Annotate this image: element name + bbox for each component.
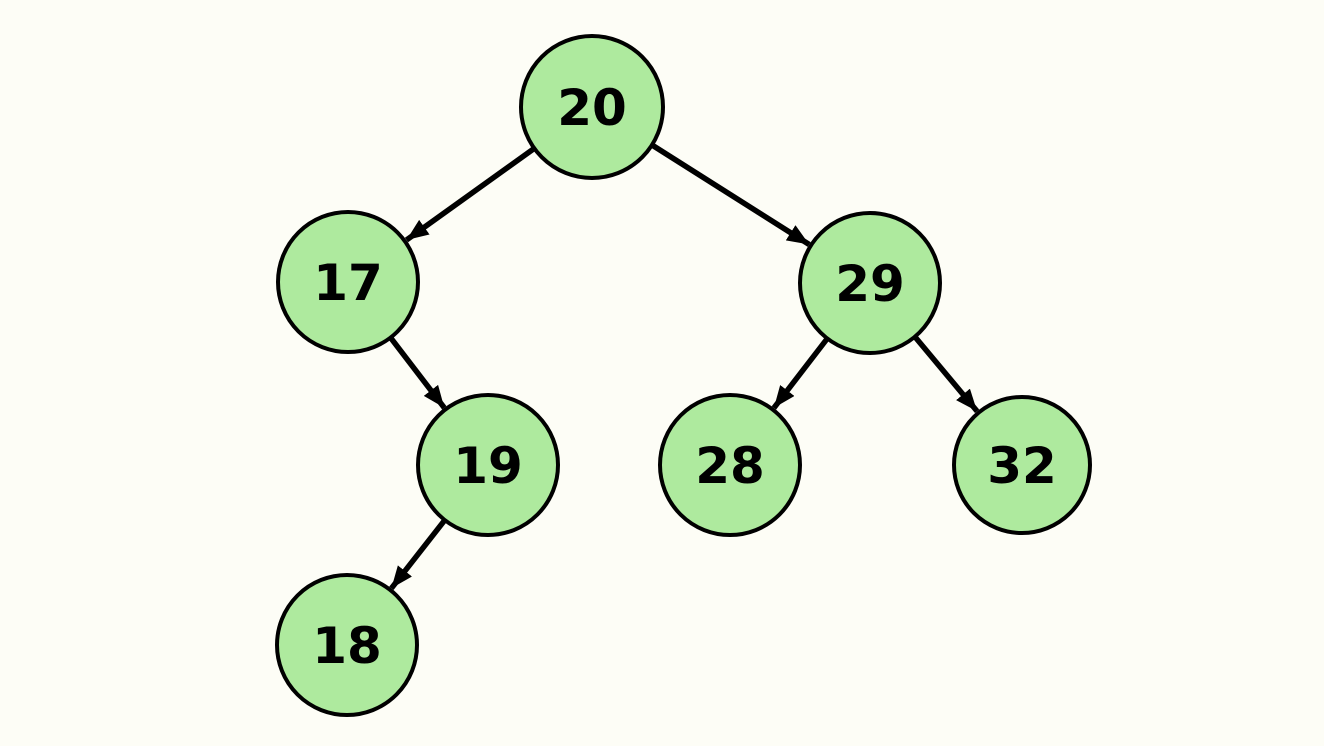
tree-node-label: 32 (987, 437, 1057, 495)
tree-node-18: 18 (275, 573, 419, 717)
tree-node-17: 17 (276, 210, 420, 354)
tree-edge-n29-n28 (771, 336, 830, 410)
tree-node-29: 29 (798, 211, 942, 355)
tree-edge-n17-n19 (388, 335, 447, 410)
tree-node-circle (276, 210, 420, 354)
tree-node-label: 28 (695, 437, 765, 495)
tree-edge-n20-n17 (404, 146, 536, 243)
tree-node-label: 19 (453, 437, 523, 495)
tree-edge-n19-n18 (389, 518, 447, 590)
tree-node-circle (798, 211, 942, 355)
tree-node-28: 28 (658, 393, 802, 537)
tree-node-circle (952, 395, 1092, 535)
tree-edges-layer (388, 142, 980, 590)
tree-node-circle (275, 573, 419, 717)
tree-node-circle (416, 393, 560, 537)
tree-node-20: 20 (519, 34, 665, 180)
tree-edge-n29-n32 (912, 334, 980, 414)
tree-node-circle (519, 34, 665, 180)
tree-node-label: 20 (557, 79, 627, 137)
tree-edge-n20-n29 (650, 142, 811, 247)
tree-nodes-layer: 20 17 29 19 28 32 18 (275, 34, 1092, 717)
tree-node-label: 29 (835, 255, 905, 313)
tree-node-label: 18 (312, 617, 382, 675)
tree-node-32: 32 (952, 395, 1092, 535)
tree-node-circle (658, 393, 802, 537)
tree-node-19: 19 (416, 393, 560, 537)
tree-node-label: 17 (313, 254, 383, 312)
